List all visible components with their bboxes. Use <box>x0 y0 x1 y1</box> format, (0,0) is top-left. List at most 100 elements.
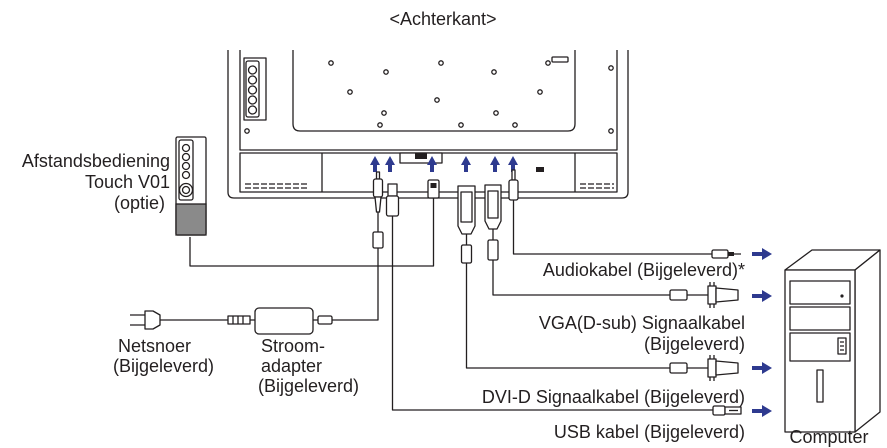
screw-hole <box>608 65 614 71</box>
vga-cable-label: (Bijgeleverd) <box>644 334 745 354</box>
vga-connector-detail <box>487 190 499 219</box>
remote-grip <box>175 203 207 236</box>
audio-cable-label: Audiokabel (Bijgeleverd)* <box>543 260 745 280</box>
remote-port <box>415 153 427 159</box>
front-ports-detail <box>840 341 844 351</box>
dc-plug-strain-relief <box>374 196 382 213</box>
vga-connector-end-screws <box>709 282 715 308</box>
monitor-button <box>247 95 258 105</box>
monitor-recess <box>292 50 576 132</box>
remote-label: Afstandsbediening <box>22 151 170 171</box>
vga-ferrite <box>487 239 499 261</box>
mains-plug <box>144 310 161 330</box>
screw-hole <box>328 60 334 66</box>
screw-hole <box>493 110 499 116</box>
arrow-up-icon <box>508 156 518 172</box>
dc-ferrite <box>372 231 384 249</box>
remote-button <box>181 143 191 153</box>
remote-plug <box>427 179 440 199</box>
adapter-ferrite <box>317 315 333 325</box>
connector-panel <box>321 153 576 192</box>
usb-plug <box>385 195 400 217</box>
page-title: <Achterkant> <box>389 9 496 29</box>
remote-label: (optie) <box>114 193 165 213</box>
monitor-base-panel <box>239 152 618 193</box>
screw-hole <box>512 122 518 128</box>
cord-ferrite-stripes <box>232 316 244 324</box>
vga-cable <box>484 184 739 308</box>
vent-left <box>245 183 308 189</box>
arrow-right-icon <box>752 248 772 260</box>
remote-button <box>181 161 191 171</box>
screw-hole <box>347 89 353 95</box>
audio-plug-end <box>711 249 729 259</box>
computer-tower <box>784 249 881 433</box>
screw-hole <box>381 110 387 116</box>
power-adapter-label: (Bijgeleverd) <box>258 376 359 396</box>
computer-label: Computer <box>789 427 868 447</box>
computer-arrows <box>752 248 772 417</box>
labels: Afstandsbediening Touch V01 (optie) Nets… <box>22 151 869 447</box>
vga-cable-line <box>492 229 708 296</box>
screw-hole <box>244 128 250 134</box>
insertion-arrows <box>370 156 518 172</box>
arrow-right-icon <box>752 405 772 417</box>
vga-connector-end-housing <box>707 285 717 305</box>
screw-holes <box>244 60 614 134</box>
arrow-right-icon <box>752 290 772 302</box>
dvi-cable-line <box>465 234 708 369</box>
monitor-rear <box>227 50 629 199</box>
remote-control <box>175 136 440 267</box>
arrow-up-icon <box>461 156 471 172</box>
vga-ferrite-end <box>669 289 688 301</box>
dvi-connector-detail <box>460 191 473 223</box>
dvi-cable-label: DVI-D Signaalkabel (Bijgeleverd) <box>482 387 745 407</box>
vga-connector-end <box>715 287 739 303</box>
monitor-outer-frame <box>227 50 629 199</box>
remote-label: Touch V01 <box>85 172 170 192</box>
audio-plug-tip <box>511 169 516 181</box>
usb-plug-end <box>712 405 726 416</box>
dvi-ferrite <box>460 244 473 264</box>
remote-cable <box>189 198 435 267</box>
drive-bay <box>789 280 851 305</box>
mains-plug-prongs <box>130 314 145 326</box>
arrow-up-icon <box>370 156 380 172</box>
usb-cable <box>385 183 742 416</box>
arrow-up-icon <box>427 156 437 172</box>
usb-plug-metal <box>387 183 398 197</box>
screw-hole <box>438 60 444 66</box>
usb-cable-line <box>391 216 713 411</box>
monitor-button <box>247 105 258 115</box>
dvi-connector-end <box>715 360 739 376</box>
power-adapter-label: adapter <box>261 356 322 376</box>
drive-bay <box>789 306 851 331</box>
remote-button <box>181 152 191 162</box>
monitor-button-strip <box>243 57 267 121</box>
power-cable <box>130 171 384 335</box>
screw-hole <box>537 89 543 95</box>
remote-button <box>181 170 191 180</box>
power-adapter-label: Stroom- <box>261 336 325 356</box>
power-cord-label: (Bijgeleverd) <box>113 356 214 376</box>
screw-hole <box>458 122 464 128</box>
computer-side-face <box>854 249 881 433</box>
audio-cable-line <box>512 200 741 255</box>
vga-cable-label: VGA(D-sub) Signaalkabel <box>539 313 745 333</box>
audio-cable <box>508 169 741 259</box>
dvi-ferrite-end <box>669 362 688 374</box>
screw-hole <box>377 122 383 128</box>
front-slot <box>816 369 824 403</box>
usb-cable-label: USB kabel (Bijgeleverd) <box>554 422 745 442</box>
dvi-connector-end-screws <box>709 355 715 381</box>
handle-notch <box>551 56 569 63</box>
screw-hole <box>608 128 614 134</box>
indicator-icon <box>536 167 544 172</box>
audio-plug-end-tip <box>728 252 734 256</box>
screw-hole <box>434 97 440 103</box>
screw-hole <box>491 69 497 75</box>
monitor-button <box>247 75 258 85</box>
dvi-connector-end-housing <box>707 358 717 378</box>
dc-plug-tip <box>375 171 381 180</box>
